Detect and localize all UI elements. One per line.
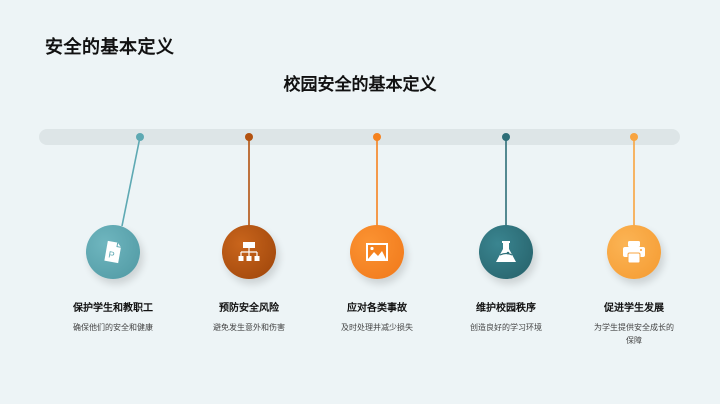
timeline-item-5: 促进学生发展 为学生提供安全成长的保障 (574, 302, 694, 347)
item-heading: 应对各类事故 (347, 303, 407, 314)
item-heading: 维护校园秩序 (476, 303, 536, 314)
section-subtitle: 校园安全的基本定义 (283, 75, 437, 95)
timeline-dot-1 (136, 133, 144, 141)
timeline-node-5 (607, 225, 661, 279)
timeline-dot-4 (502, 133, 510, 141)
timeline-dot-5 (630, 133, 638, 141)
timeline-dot-2 (245, 133, 253, 141)
hierarchy-icon (238, 242, 260, 261)
image-icon (366, 243, 388, 261)
timeline-node-1: P (86, 225, 140, 279)
timeline-item-4: 维护校园秩序 创造良好的学习环境 (446, 302, 566, 334)
printer-icon (623, 241, 645, 264)
timeline-track (39, 129, 680, 145)
svg-text:P: P (108, 249, 116, 260)
page-title: 安全的基本定义 (45, 37, 175, 58)
item-heading: 促进学生发展 (604, 303, 664, 314)
item-description: 避免发生意外和伤害 (213, 323, 285, 332)
item-description: 为学生提供安全成长的保障 (594, 323, 674, 345)
item-description: 及时处理并减少损失 (341, 323, 413, 332)
timeline-node-3 (350, 225, 404, 279)
timeline-item-1: 保护学生和教职工 确保他们的安全和健康 (53, 302, 173, 334)
item-description: 确保他们的安全和健康 (73, 323, 153, 332)
timeline-node-4 (479, 225, 533, 279)
timeline-item-3: 应对各类事故 及时处理并减少损失 (317, 302, 437, 334)
timeline-node-2 (222, 225, 276, 279)
flask-icon (496, 241, 516, 262)
document-p-icon: P (104, 240, 122, 264)
item-heading: 保护学生和教职工 (73, 303, 153, 314)
timeline-item-2: 预防安全风险 避免发生意外和伤害 (189, 302, 309, 334)
item-description: 创造良好的学习环境 (470, 323, 542, 332)
timeline-dot-3 (373, 133, 381, 141)
item-heading: 预防安全风险 (219, 303, 279, 314)
